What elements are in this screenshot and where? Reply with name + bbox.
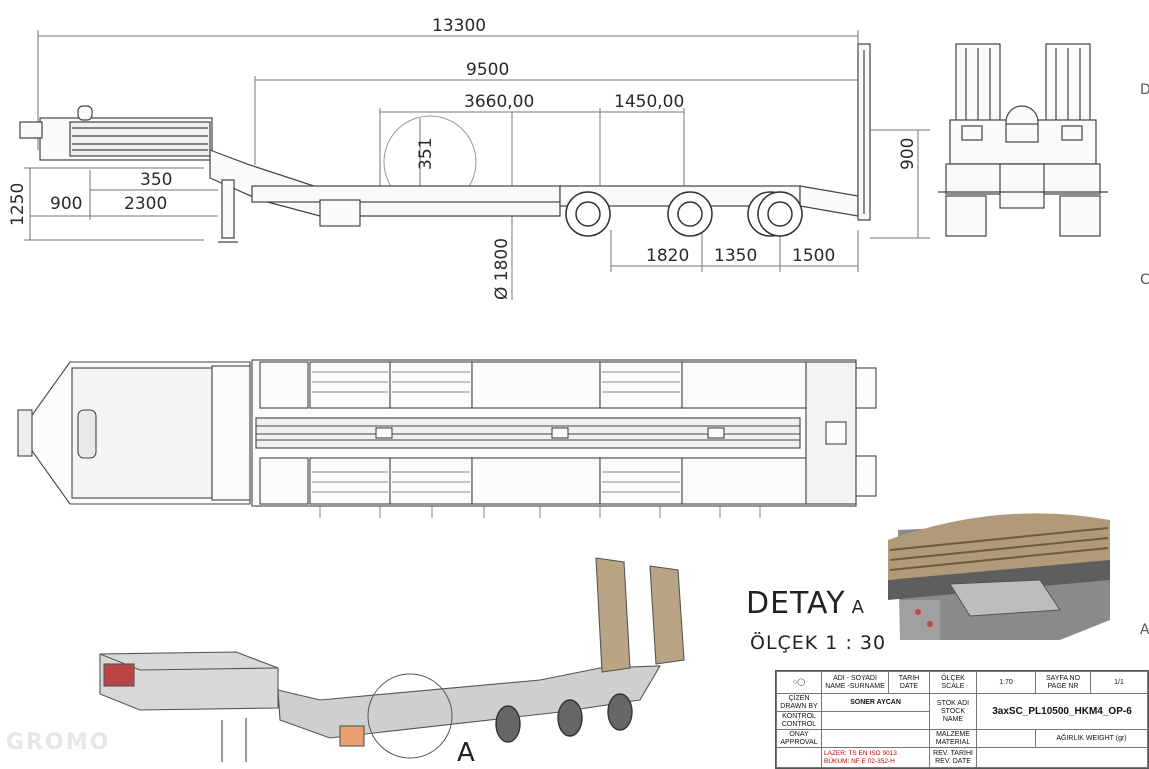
tb-scale-value: 1:70	[976, 671, 1036, 694]
edge-letter-a: A	[1140, 622, 1149, 638]
tb-logo	[776, 747, 822, 768]
tb-drawn-by: ÇİZEN DRAWN BY	[776, 693, 822, 712]
detail-scale: ÖLÇEK 1 : 30	[750, 632, 887, 654]
dim-2300: 2300	[124, 194, 168, 214]
detail-title-suffix: A	[851, 597, 865, 618]
dim-1450: 1450,00	[614, 92, 685, 112]
tb-approval-value	[821, 729, 930, 748]
tb-stock-name: STOK ADI STOCK NAME	[929, 693, 977, 730]
tb-stock-value: 3axSC_PL10500_HKM4_OP-6	[976, 693, 1148, 730]
tb-rev-value	[976, 747, 1148, 768]
tb-drawer: SONER AYCAN	[821, 693, 930, 712]
title-block: ○◯ ADI - SOYADI NAME -SURNAME TARIH DATE…	[775, 670, 1149, 769]
dim-wheel-diameter: Ø 1800	[492, 237, 512, 300]
tb-laser: LAZER: TS EN ISO 9013	[824, 749, 897, 757]
section-marker: A	[457, 738, 475, 768]
dim-1350: 1350	[714, 246, 758, 266]
tb-rev-date: REV. TARİHİ REV. DATE	[929, 747, 977, 768]
tb-material-value	[976, 729, 1036, 748]
dim-351: 351	[416, 137, 436, 170]
edge-letter-c: C	[1140, 272, 1149, 288]
dim-1250: 1250	[8, 182, 28, 226]
dim-1820: 1820	[646, 246, 690, 266]
watermark: GROMO	[6, 730, 111, 755]
tb-page-value: 1/1	[1090, 671, 1148, 694]
dim-900-left: 900	[50, 194, 83, 214]
dim-deck-length: 9500	[466, 60, 510, 80]
tb-scale-label: ÖLÇEK SCALE	[929, 671, 977, 694]
tb-page-no: SAYFA NO PAGE NR	[1035, 671, 1091, 694]
tb-date: TARIH DATE	[888, 671, 930, 694]
edge-letter-d: D	[1140, 82, 1149, 98]
tb-bending: BÜKUM: NF E 02-352-H	[824, 757, 895, 765]
dim-1500: 1500	[792, 246, 836, 266]
tb-control: KONTROL CONTROL	[776, 711, 822, 730]
dim-350: 350	[140, 170, 173, 190]
tb-weight: AĞIRLIK WEIGHT (gr)	[1035, 729, 1148, 748]
projection-symbol: ○◯	[776, 671, 822, 694]
tb-approval: ONAY APPROVAL	[776, 729, 822, 748]
dim-3660: 3660,00	[464, 92, 535, 112]
dim-overall-length: 13300	[432, 16, 487, 36]
tb-control-value	[821, 711, 930, 730]
dim-rear-900: 900	[898, 137, 918, 170]
tb-name-surname: ADI - SOYADI NAME -SURNAME	[821, 671, 889, 694]
tb-material: MALZEME MATERIAL	[929, 729, 977, 748]
